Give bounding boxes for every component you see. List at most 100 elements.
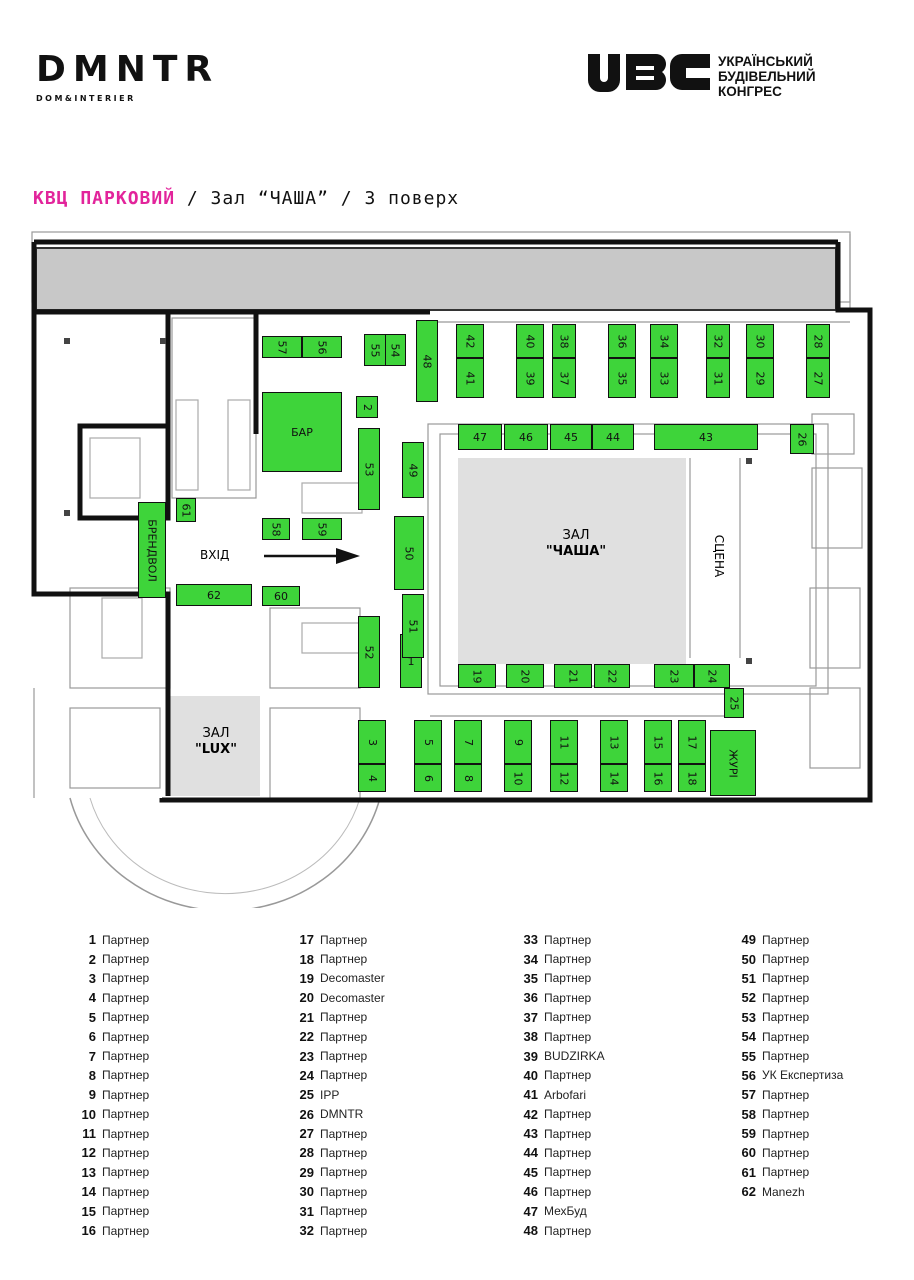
booth-57[interactable]: 57	[262, 336, 302, 358]
booth-number: 4	[365, 774, 379, 782]
booth-58[interactable]: 58	[262, 518, 290, 540]
booth-61[interactable]: 61	[176, 498, 196, 522]
booth-35[interactable]: 35	[608, 358, 636, 398]
booth-5[interactable]: 5	[414, 720, 442, 764]
booth-51[interactable]: 51	[402, 594, 424, 658]
booth-3[interactable]: 3	[358, 720, 386, 764]
booth-19[interactable]: 19	[458, 664, 496, 688]
booth-14[interactable]: 14	[600, 764, 628, 792]
booth-23[interactable]: 23	[654, 664, 694, 688]
floor-plan-drawing	[31, 231, 873, 908]
booth-30[interactable]: 30	[746, 324, 774, 358]
booth-59[interactable]: 59	[302, 518, 342, 540]
booth-16[interactable]: 16	[644, 764, 672, 792]
booth-24[interactable]: 24	[694, 664, 730, 688]
booth-number: 47	[473, 430, 487, 444]
booth-53[interactable]: 53	[358, 428, 380, 510]
booth-27[interactable]: 27	[806, 358, 830, 398]
booth-33[interactable]: 33	[650, 358, 678, 398]
booth-number: 20	[518, 669, 532, 683]
booth-38[interactable]: 38	[552, 324, 576, 358]
legend-exhibitor-name: Партнер	[544, 1165, 592, 1180]
booth-12[interactable]: 12	[550, 764, 578, 792]
booth-47[interactable]: 47	[458, 424, 502, 450]
legend-exhibitor-name: Партнер	[762, 1049, 810, 1064]
booth-36[interactable]: 36	[608, 324, 636, 358]
booth-46[interactable]: 46	[504, 424, 548, 450]
legend-exhibitor-name: Партнер	[320, 1184, 368, 1199]
legend-exhibitor-name: IPP	[320, 1087, 340, 1102]
booth-50[interactable]: 50	[394, 516, 424, 590]
ubc-line-2: БУДІВЕЛЬНИЙ	[718, 69, 816, 84]
booth-28[interactable]: 28	[806, 324, 830, 358]
booth-number: 21	[566, 669, 580, 683]
booth-60[interactable]: 60	[262, 586, 300, 606]
booth-number: 15	[651, 735, 665, 749]
booth-number: 58	[269, 522, 283, 536]
booth-32[interactable]: 32	[706, 324, 730, 358]
booth-number: 22	[605, 669, 619, 683]
legend-exhibitor-name: Партнер	[102, 1126, 150, 1141]
booth-10[interactable]: 10	[504, 764, 532, 792]
legend-exhibitor-name: Партнер	[762, 1165, 810, 1180]
booth-2[interactable]: 2	[356, 396, 378, 418]
booth-25[interactable]: 25	[724, 688, 744, 718]
booth-4[interactable]: 4	[358, 764, 386, 792]
booth-40[interactable]: 40	[516, 324, 544, 358]
booth-52[interactable]: 52	[358, 616, 380, 688]
booth-11[interactable]: 11	[550, 720, 578, 764]
booth-49[interactable]: 49	[402, 442, 424, 498]
booth-45[interactable]: 45	[550, 424, 592, 450]
booth-7[interactable]: 7	[454, 720, 482, 764]
booth-55[interactable]: 55	[364, 334, 386, 366]
booth-20[interactable]: 20	[506, 664, 544, 688]
hall-lux-line-2: "LUX"	[195, 742, 237, 757]
booth-number: 26	[795, 432, 809, 446]
booth-15[interactable]: 15	[644, 720, 672, 764]
legend-booth-number: 52	[741, 990, 756, 1006]
hall-lux-line-1: ЗАЛ	[202, 726, 230, 741]
legend-booth-number: 56	[741, 1067, 756, 1083]
booth-41[interactable]: 41	[456, 358, 484, 398]
ubc-logo-mark	[588, 54, 710, 92]
legend-booth-number: 14	[81, 1184, 96, 1200]
booth-54[interactable]: 54	[384, 334, 406, 366]
legend-booth-number: 26	[299, 1106, 314, 1122]
booth-31[interactable]: 31	[706, 358, 730, 398]
booth-37[interactable]: 37	[552, 358, 576, 398]
booth-6[interactable]: 6	[414, 764, 442, 792]
booth-18[interactable]: 18	[678, 764, 706, 792]
booth-48[interactable]: 48	[416, 320, 438, 402]
legend-exhibitor-name: МехБуд	[544, 1204, 587, 1219]
booth-13[interactable]: 13	[600, 720, 628, 764]
booth-44[interactable]: 44	[592, 424, 634, 450]
booth-39[interactable]: 39	[516, 358, 544, 398]
booth-21[interactable]: 21	[554, 664, 592, 688]
legend-booth-number: 38	[523, 1029, 538, 1045]
booth-17[interactable]: 17	[678, 720, 706, 764]
booth-9[interactable]: 9	[504, 720, 532, 764]
booth-42[interactable]: 42	[456, 324, 484, 358]
legend-exhibitor-name: Партнер	[762, 1010, 810, 1025]
booth-34[interactable]: 34	[650, 324, 678, 358]
legend-booth-number: 44	[523, 1145, 538, 1161]
legend-booth-number: 13	[81, 1164, 96, 1180]
legend-booth-number: 7	[88, 1048, 96, 1064]
booth-26[interactable]: 26	[790, 424, 814, 454]
legend-exhibitor-name: Партнер	[762, 1126, 810, 1141]
legend-exhibitor-name: Arbofari	[544, 1087, 587, 1102]
booth-22[interactable]: 22	[594, 664, 630, 688]
legend-booth-number: 48	[523, 1223, 538, 1239]
booth-8[interactable]: 8	[454, 764, 482, 792]
booth-56[interactable]: 56	[302, 336, 342, 358]
booth-29[interactable]: 29	[746, 358, 774, 398]
booth-62[interactable]: 62	[176, 584, 252, 606]
booth-43[interactable]: 43	[654, 424, 758, 450]
